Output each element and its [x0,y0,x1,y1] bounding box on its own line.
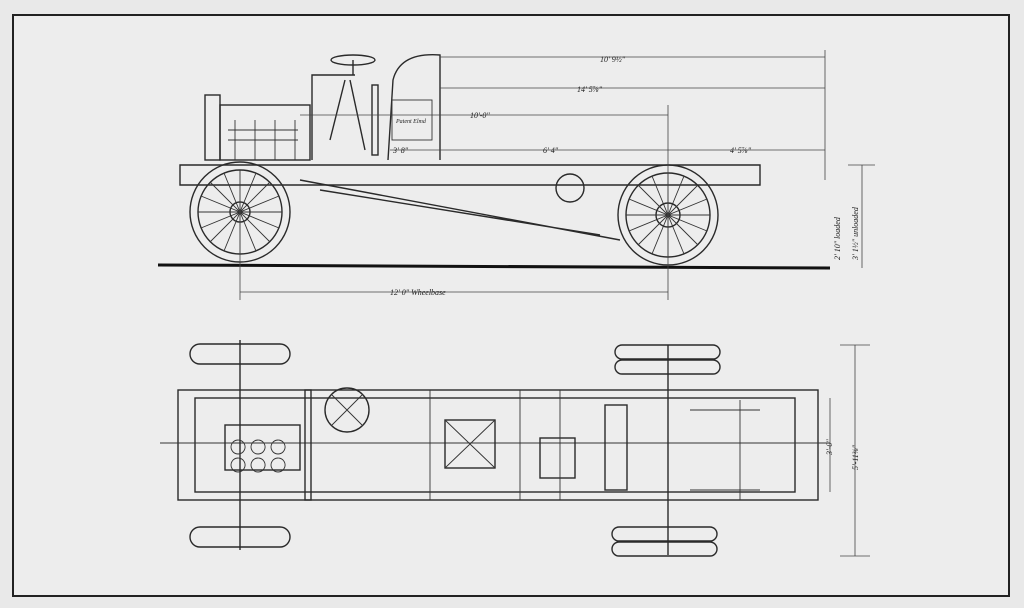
side-elevation: Patent Elmd 10' 9½" 14' 5⅞" 10'- [157,50,875,300]
placard-text: Patent Elmd [395,119,427,125]
placard [391,99,433,141]
chassis-frame [177,389,819,501]
dim-height-unloaded: 3' 1½" unloaded [851,206,860,261]
dim-body-to-axle: 6' 4" [543,146,559,155]
dim-wheelbase: 12' 0" Wheelbase [390,288,446,297]
dim-height-loaded: 2' 10" loaded [833,216,842,260]
frame-rail [179,164,761,186]
rear-left-tire-outer [614,344,721,360]
dim-overall-length: 10' 9½" [600,55,626,64]
front-left-tire [189,343,291,365]
transmission [444,419,496,469]
ground-line [157,263,831,270]
engine-hood [219,104,311,161]
drawing-border [12,14,1010,597]
dim-front-to-axle: 10'-0" [470,111,490,120]
dim-tread: 5'-11⅜" [851,444,860,470]
differential [555,173,585,203]
dim-overhang: 4' 5⅞" [730,146,752,155]
body-front [387,54,441,161]
dim-frame-width: 3'-0" [825,439,834,456]
rear-right-tire-inner [611,526,718,542]
differential-plan [539,437,576,479]
lever [371,84,379,156]
rear-left-tire-inner [614,359,721,375]
plan-view: 3'-0" 5'-11⅜" [160,340,870,557]
dim-body-length: 14' 5⅞" [577,85,603,94]
front-right-tire [189,526,291,548]
dim-dash: 3' 8" [392,146,409,155]
rear-right-tire-outer [611,541,718,557]
drive-rods [299,179,621,241]
steering-wheel-plan [324,387,370,433]
